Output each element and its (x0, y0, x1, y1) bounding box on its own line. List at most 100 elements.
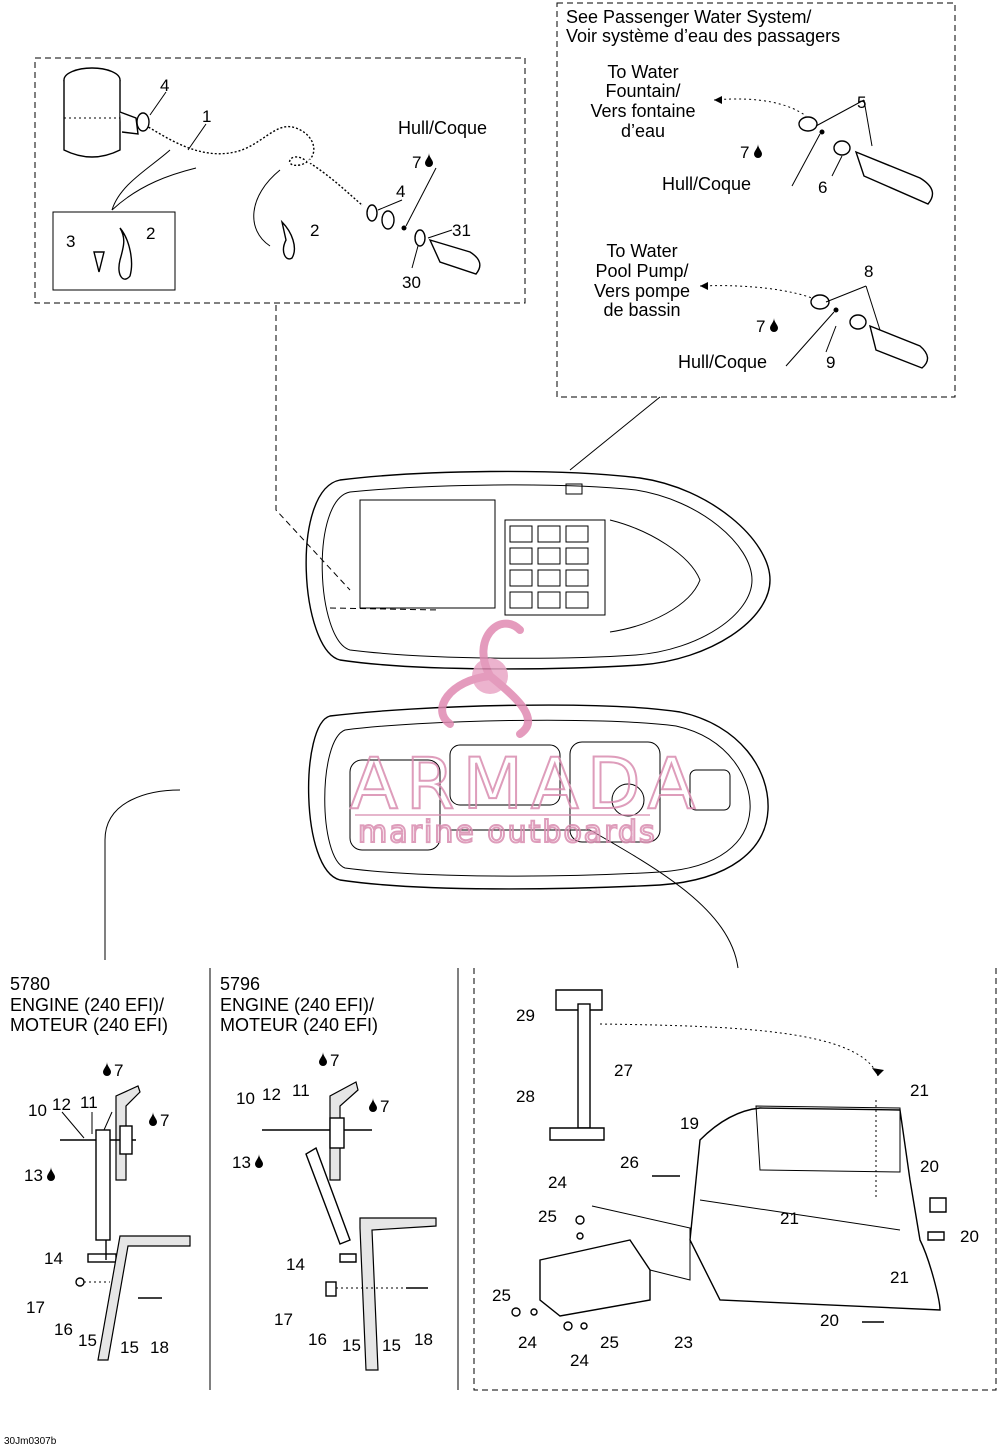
support-post (577, 1003, 591, 1129)
passenger-title-en: See Passenger Water System/ (566, 7, 811, 27)
engine-5796-line1: ENGINE (240 EFI)/ (220, 995, 374, 1015)
g-callout-25-top: 25 (538, 1207, 557, 1226)
callout-6: 6 (818, 178, 827, 197)
hull-fitting (428, 238, 481, 275)
callout-2: 2 (310, 221, 319, 240)
footer-code: 30Jm0307b (4, 1436, 57, 1447)
pool-label-1: To Water (606, 241, 677, 261)
hose-clamp (136, 112, 150, 132)
f-callout-13: 13 (232, 1153, 251, 1172)
deck-top-view (307, 704, 769, 890)
callout-4: 4 (396, 182, 405, 201)
g-callout-21-top: 21 (910, 1081, 929, 1100)
e-callout-13: 13 (24, 1166, 43, 1185)
g-callout-24-top: 24 (548, 1173, 567, 1192)
g-callout-23: 23 (674, 1333, 693, 1352)
e-callout-15a: 15 (78, 1331, 97, 1350)
callout-7-pump: 7 (412, 153, 421, 172)
g-callout-24-left: 24 (518, 1333, 537, 1352)
screw-icon (93, 251, 105, 273)
g-callout-20-bottom: 20 (820, 1311, 839, 1330)
pool-label-3: Vers pompe (594, 281, 690, 301)
engine-5796-line2: MOTEUR (240 EFI) (220, 1015, 378, 1035)
console-tray (689, 1107, 941, 1311)
g-callout-20-right: 20 (960, 1227, 979, 1246)
fountain-hose-fitting (854, 150, 934, 205)
hull-top-view (305, 470, 771, 670)
clip-icon-2 (280, 219, 296, 260)
callout-1: 1 (202, 107, 211, 126)
sealant-drop-icon-7 (319, 1052, 327, 1066)
callout-4-top: 4 (160, 76, 169, 95)
fountain-hull-label: Hull/Coque (662, 174, 751, 194)
bilge-pump-box-frame (34, 57, 526, 304)
connector-console (589, 829, 739, 969)
pool-hose-fitting (868, 324, 929, 369)
fountain-arrow (713, 98, 807, 117)
f-callout-7-top: 7 (330, 1051, 339, 1070)
connector-passenger (569, 396, 661, 471)
passenger-box-frame (556, 2, 956, 398)
e-callout-7-side: 7 (160, 1111, 169, 1130)
e-callout-15b: 15 (120, 1338, 139, 1357)
g-callout-27: 27 (614, 1061, 633, 1080)
f-callout-14: 14 (286, 1255, 305, 1274)
g-callout-20-top: 20 (920, 1157, 939, 1176)
g-callout-21-mid: 21 (780, 1209, 799, 1228)
pool-label-4: de bassin (603, 300, 680, 320)
f-callout-7-side: 7 (380, 1097, 389, 1116)
pool-arrow (699, 285, 813, 299)
callout-2-inset: 2 (146, 224, 155, 243)
callout-8: 8 (864, 262, 873, 281)
bilge-pump (63, 67, 139, 158)
engine-5780-line2: MOTEUR (240 EFI) (10, 1015, 168, 1035)
e-callout-17: 17 (26, 1298, 45, 1317)
e-callout-18: 18 (150, 1338, 169, 1357)
callout-5: 5 (857, 93, 866, 112)
g-callout-26: 26 (620, 1153, 639, 1172)
sealant-drop-icon-4 (103, 1062, 111, 1076)
console-drawing (511, 989, 947, 1331)
f-callout-17: 17 (274, 1310, 293, 1329)
armada-watermark: ARMADA marine outboards (349, 619, 703, 851)
clip-inset-frame (52, 211, 176, 291)
e-callout-14: 14 (44, 1249, 63, 1268)
bilge-pump-detail (34, 57, 526, 304)
f-callout-12: 12 (262, 1085, 281, 1104)
sealant-drop-icon (425, 153, 433, 167)
hull-nut (381, 210, 395, 230)
watermark-brand: ARMADA (350, 743, 703, 825)
callout-7-fountain: 7 (740, 143, 749, 162)
pool-label-2: Pool Pump/ (595, 261, 688, 281)
g-callout-24-bottom: 24 (570, 1351, 589, 1370)
passenger-water-detail (556, 2, 956, 398)
gasket (414, 229, 426, 247)
f-callout-18: 18 (414, 1330, 433, 1349)
f-callout-15: 15 (382, 1336, 401, 1355)
connector-engine (104, 789, 181, 960)
f-callout-11: 11 (292, 1081, 310, 1100)
watermark-tagline: marine outboards (358, 815, 657, 850)
engine-5780-line1: ENGINE (240 EFI)/ (10, 995, 164, 1015)
sealant-drop-icon-2 (754, 144, 762, 158)
bilge-hose (139, 121, 363, 206)
callout-7-pool: 7 (756, 317, 765, 336)
g-callout-28: 28 (516, 1087, 535, 1106)
callout-31: 31 (452, 221, 471, 240)
engine-5796-drawing (262, 1081, 437, 1371)
engine-5780-drawing (60, 1085, 191, 1361)
connector-pump (275, 305, 351, 591)
sealant-drop-icon-5 (149, 1112, 157, 1126)
console-box-frame (473, 968, 997, 1391)
f-callout-15-mid: 15 (342, 1336, 361, 1355)
support-base-plate (549, 1127, 605, 1141)
e-callout-12: 12 (52, 1095, 71, 1114)
callout-9: 9 (826, 353, 835, 372)
fountain-label-4: d’eau (621, 121, 665, 141)
f-callout-10: 10 (236, 1089, 255, 1108)
sealant-drop-icon-3 (770, 318, 778, 332)
clip-icon (118, 227, 133, 280)
pump-hull-label: Hull/Coque (398, 118, 487, 138)
fountain-label-2: Fountain/ (605, 81, 680, 101)
